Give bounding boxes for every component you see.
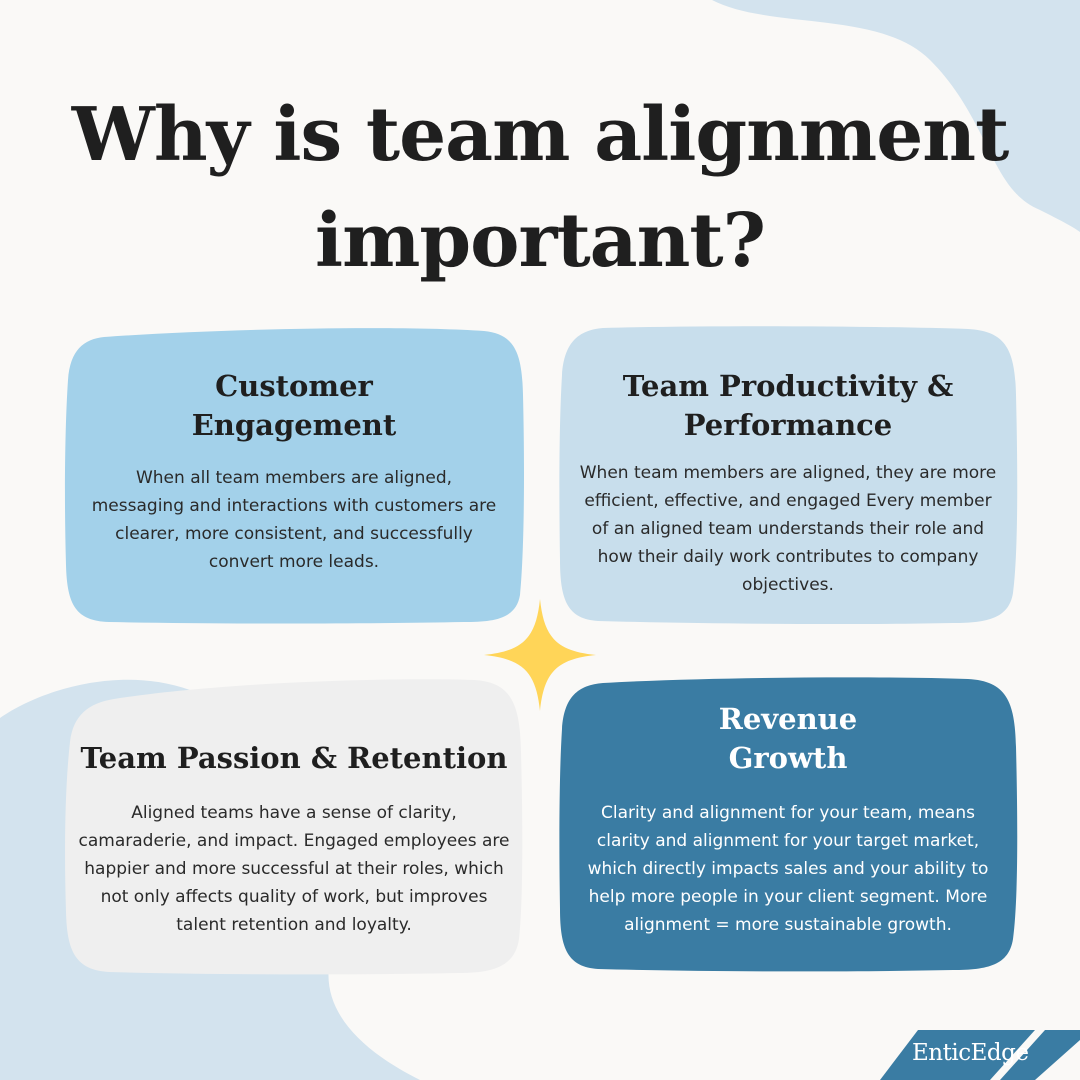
card-heading: Team Productivity & Performance [622, 369, 954, 442]
card-body: Aligned teams have a sense of clarity, c… [78, 803, 510, 935]
brand-logo: EnticEdge [912, 1040, 1029, 1066]
card-body: When all team members are aligned, messa… [91, 468, 497, 572]
page-title: Why is team alignment important? [71, 92, 1010, 284]
card-heading: Revenue Growth [718, 702, 858, 775]
card-heading: Team Passion & Retention [80, 741, 508, 775]
brand-banner [880, 1030, 1080, 1080]
card-body: Clarity and alignment for your team, mea… [587, 803, 989, 935]
sparkle-star-icon [484, 599, 596, 711]
customer-engagement-card: Customer Engagement When all team member… [64, 325, 524, 625]
team-productivity-card: Team Productivity & Performance When tea… [558, 325, 1018, 625]
card-heading: Customer Engagement [191, 369, 397, 442]
card-body: When team members are aligned, they are … [579, 463, 997, 595]
team-passion-card: Team Passion & Retention Aligned teams h… [64, 677, 524, 975]
top-right-blob [712, 0, 1080, 232]
revenue-growth-card: Revenue Growth Clarity and alignment for… [558, 677, 1018, 973]
